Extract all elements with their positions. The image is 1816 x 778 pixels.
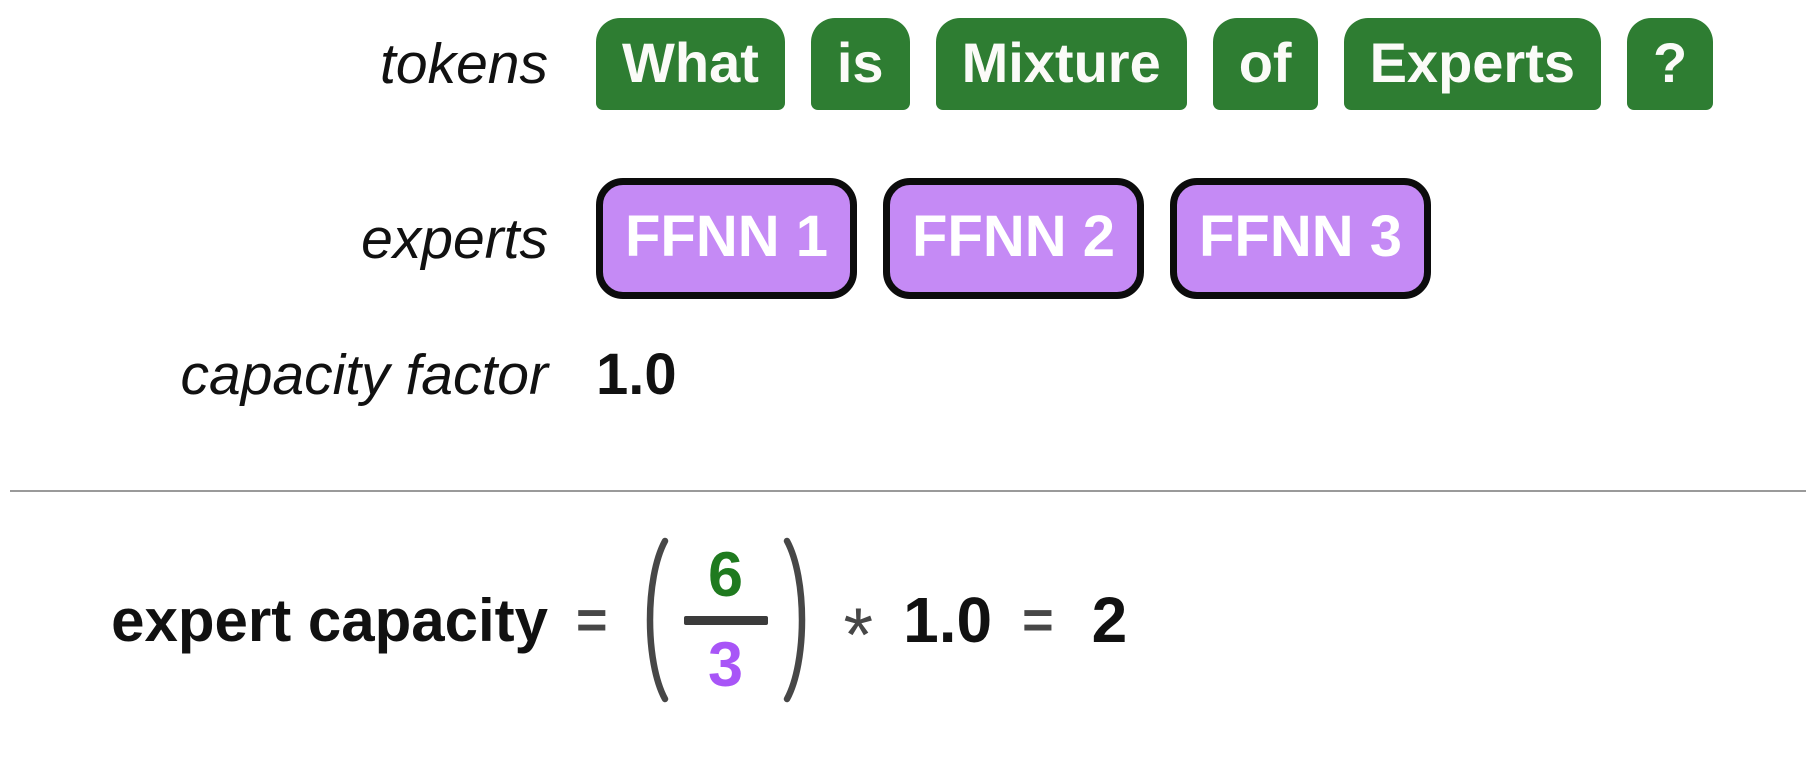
expert-chip: FFNN 2 [883,178,1144,300]
divider-line [10,490,1806,493]
expert-chip: FFNN 3 [1170,178,1431,300]
numerator-token-count: 6 [708,539,744,610]
token-chip: of [1212,18,1318,111]
capacity-factor-value: 1.0 [596,342,677,408]
expert-capacity-expression: = 6 3 * 1.0 [576,536,1127,704]
token-per-expert-fraction: 6 3 [680,539,772,700]
open-paren-icon [638,536,670,704]
token-chip: ? [1627,18,1714,111]
token-chip: is [810,18,910,111]
fraction-group: 6 3 [638,536,814,704]
multiply-sign: * [843,593,874,679]
token-chip: Experts [1343,18,1602,111]
close-paren-icon [782,536,814,704]
expert-capacity-label: expert capacity [111,586,548,654]
capacity-factor-operand: 1.0 [903,584,993,657]
capacity-factor-label: capacity factor [180,342,549,407]
experts-label: experts [361,206,548,271]
tokens-label: tokens [380,32,548,97]
token-chip: What [596,18,785,111]
expert-capacity-formula-row: expert capacity = 6 3 [0,536,1816,704]
equals-sign: = [576,590,608,651]
expert-capacity-result: 2 [1091,584,1128,657]
token-chip: Mixture [935,18,1187,111]
expert-chip: FFNN 1 [596,178,857,300]
fraction-bar [683,615,768,625]
denominator-expert-count: 3 [708,629,744,700]
equals-sign-2: = [1022,590,1054,651]
capacity-factor-row: capacity factor 1.0 [0,341,1816,408]
